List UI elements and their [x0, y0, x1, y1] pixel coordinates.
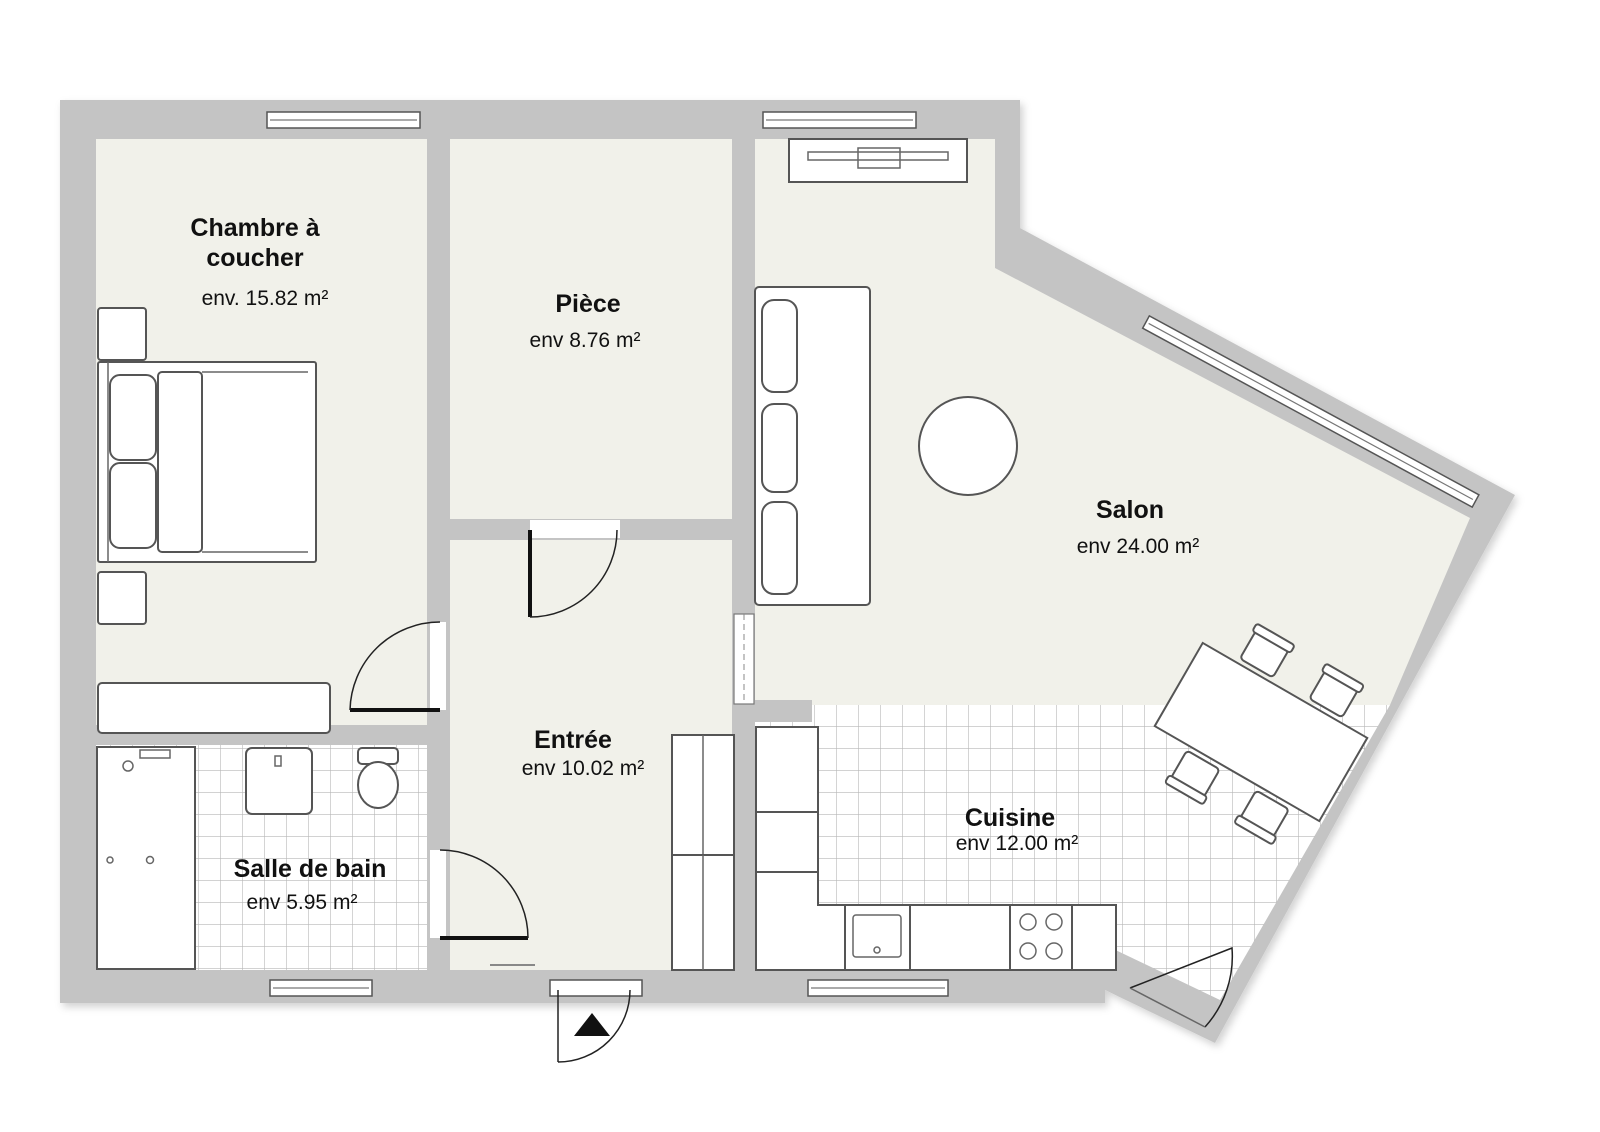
room-area-chambre: env. 15.82 m²	[202, 287, 329, 310]
room-name-cuisine: Cuisine	[965, 804, 1055, 832]
kitchen-counter-left	[755, 811, 819, 873]
door-swing-piece	[529, 529, 618, 618]
room-area-salle-de-bain: env 5.95 m²	[247, 891, 358, 914]
wardrobe-chambre	[97, 682, 331, 734]
nightstand-bottom	[97, 571, 147, 625]
doors	[349, 520, 1234, 1063]
toilet-bowl	[357, 761, 399, 809]
kitchen-counter-right	[1071, 904, 1117, 971]
room-name-chambre-line2: coucher	[206, 244, 304, 272]
room-name-entree: Entrée	[534, 726, 612, 754]
sofa-cushion-2	[761, 403, 798, 493]
door-swing-chambre	[349, 621, 441, 711]
kitchen-furniture	[755, 726, 1117, 971]
pillow-bottom	[109, 462, 157, 549]
doorway-salle-de-bain	[430, 850, 446, 938]
room-area-cuisine: env 12.00 m²	[956, 832, 1079, 855]
entrance-arrow-icon	[574, 1013, 610, 1036]
sofa-cushion-3	[761, 501, 798, 595]
window-salon-diagonal	[1141, 314, 1480, 509]
room-name-piece: Pièce	[555, 290, 620, 318]
window-entree-door-frame	[549, 979, 643, 997]
bed-blanket	[157, 371, 203, 553]
dining-set	[1153, 623, 1369, 845]
room-area-salon: env 24.00 m²	[1077, 535, 1200, 558]
floor-piece	[450, 139, 732, 519]
room-name-salon: Salon	[1096, 496, 1164, 524]
doorway-piece	[530, 520, 620, 538]
pillow-top	[109, 374, 157, 461]
kitchen-fridge	[755, 726, 819, 813]
door-cuisine	[1129, 946, 1234, 1028]
living-furniture	[754, 138, 1369, 845]
kitchen-cooktop	[1009, 904, 1073, 971]
door-swing-salle-de-bain	[439, 849, 529, 939]
door-swing-entrance	[557, 989, 631, 1063]
windows	[266, 111, 1480, 997]
floor-salon	[755, 139, 1470, 705]
bathroom-furniture	[96, 746, 399, 970]
coffee-table	[918, 396, 1018, 496]
nightstand-top	[97, 307, 147, 361]
room-area-entree: env 10.02 m²	[522, 757, 645, 780]
room-name-chambre-line1: Chambre à	[190, 214, 319, 242]
entry-furniture	[490, 734, 735, 971]
room-name-salle-de-bain: Salle de bain	[234, 855, 387, 883]
doorway-chambre	[430, 622, 446, 710]
kitchen-counter-mid	[909, 904, 1011, 971]
bathroom-sink	[245, 747, 313, 815]
bedroom-furniture	[97, 307, 331, 734]
room-labels: Chambre à coucher env. 15.82 m² Pièce en…	[190, 214, 1199, 914]
sofa-cushion-1	[761, 299, 798, 393]
bathtub	[96, 746, 196, 970]
room-area-piece: env 8.76 m²	[530, 329, 641, 352]
